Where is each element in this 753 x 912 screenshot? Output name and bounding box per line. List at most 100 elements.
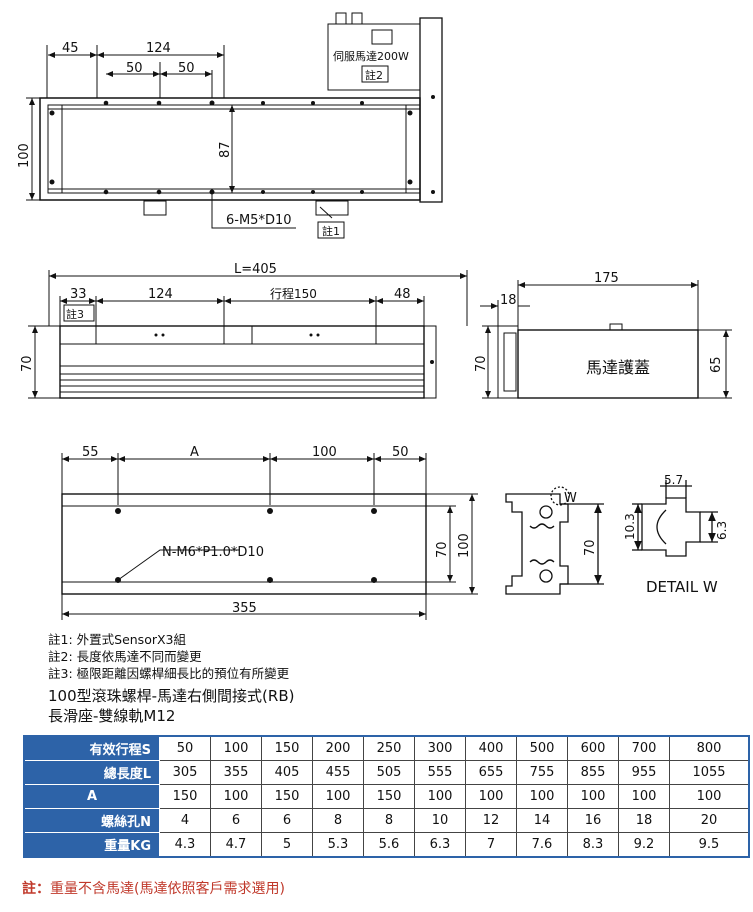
- dim-124: 124: [146, 41, 171, 56]
- spec-cell: 9.2: [618, 832, 670, 858]
- dim-55: 55: [82, 445, 99, 460]
- motor-cover-view: [480, 280, 732, 399]
- spec-cell: 1055: [669, 760, 750, 785]
- top-view: [26, 12, 443, 229]
- dim-87: 87: [218, 141, 233, 158]
- spec-cell: 100: [669, 784, 750, 809]
- spec-cell: 5.6: [363, 832, 415, 858]
- spec-cell: 18: [618, 808, 670, 833]
- spec-cell: 600: [567, 735, 619, 761]
- spec-cell: 14: [516, 808, 568, 833]
- model-subtitle: 長滑座-雙線軌M12: [48, 707, 176, 725]
- dim-50a: 50: [126, 61, 143, 76]
- footnote-text: 重量不含馬達(馬達依照客戶需求選用): [50, 881, 285, 897]
- spec-cell: 100: [618, 784, 670, 809]
- stroke-label: 行程150: [270, 286, 317, 301]
- spec-cell: 300: [414, 735, 466, 761]
- dim-70-side: 70: [20, 355, 35, 372]
- spec-cell: 4: [159, 808, 211, 833]
- spec-cell: 6.3: [414, 832, 466, 858]
- spec-cell: 355: [210, 760, 262, 785]
- spec-cell: 555: [414, 760, 466, 785]
- spec-cell: 6: [210, 808, 262, 833]
- hole-callout-base: N-M6*P1.0*D10: [162, 545, 264, 560]
- spec-cell: 955: [618, 760, 670, 785]
- spec-cell: 100: [210, 735, 262, 761]
- spec-cell: 8: [312, 808, 364, 833]
- spec-cell: 50: [159, 735, 211, 761]
- spec-cell: 7.6: [516, 832, 568, 858]
- spec-row-label: A: [23, 784, 160, 809]
- detail-57: 5.7: [664, 473, 683, 487]
- model-titles: 100型滾珠螺桿-馬達右側間接式(RB) 長滑座-雙線軌M12: [48, 686, 294, 726]
- spec-cell: 20: [669, 808, 750, 833]
- spec-cell: 100: [567, 784, 619, 809]
- spec-cell: 305: [159, 760, 211, 785]
- spec-cell: 12: [465, 808, 517, 833]
- base-view: [61, 453, 478, 620]
- spec-cell: 100: [414, 784, 466, 809]
- spec-cell: 500: [516, 735, 568, 761]
- note2-tag: 註2: [365, 69, 383, 82]
- spec-cell: 250: [363, 735, 415, 761]
- dim-70-cover: 70: [474, 355, 489, 372]
- spec-cell: 100: [312, 784, 364, 809]
- dim-100-base-h: 100: [457, 533, 472, 558]
- note3-tag: 註3: [66, 308, 84, 321]
- notes: 註1: 外置式SensorX3組 註2: 長度依馬達不同而變更 註3: 極限距離…: [48, 631, 289, 682]
- spec-cell: 405: [261, 760, 313, 785]
- detail-63: 6.3: [715, 521, 729, 540]
- spec-cell: 5.3: [312, 832, 364, 858]
- spec-cell: 800: [669, 735, 750, 761]
- profile-section: [505, 486, 604, 595]
- spec-cell: 400: [465, 735, 517, 761]
- spec-cell: 150: [363, 784, 415, 809]
- spec-cell: 4.3: [159, 832, 211, 858]
- spec-cell: 8.3: [567, 832, 619, 858]
- spec-cell: 7: [465, 832, 517, 858]
- spec-cell: 700: [618, 735, 670, 761]
- cover-width: 175: [594, 271, 619, 286]
- detail-w: [632, 480, 718, 557]
- dim-124-side: 124: [148, 287, 173, 302]
- spec-cell: 100: [465, 784, 517, 809]
- spec-row-label: 重量KG: [23, 832, 160, 858]
- dim-100-base: 100: [312, 445, 337, 460]
- spec-cell: 6: [261, 808, 313, 833]
- spec-cell: 855: [567, 760, 619, 785]
- detail-103: 10.3: [623, 513, 637, 540]
- side-view: [28, 270, 468, 399]
- profile-W: W: [564, 491, 577, 506]
- spec-cell: 100: [210, 784, 262, 809]
- spec-row-label: 螺絲孔N: [23, 808, 160, 833]
- footnote-prefix: 註：: [22, 881, 50, 897]
- spec-cell: 150: [261, 784, 313, 809]
- motor-label: 伺服馬達200W: [333, 50, 409, 63]
- spec-cell: 100: [516, 784, 568, 809]
- dim-48: 48: [394, 287, 411, 302]
- spec-row-label: 總長度L: [23, 760, 160, 785]
- model-title: 100型滾珠螺桿-馬達右側間接式(RB): [48, 687, 295, 705]
- dim-100: 100: [17, 143, 32, 168]
- dim-18: 18: [500, 293, 517, 308]
- spec-cell: 150: [159, 784, 211, 809]
- dim-A: A: [190, 445, 199, 460]
- spec-row-label: 有效行程S: [23, 735, 160, 761]
- spec-cell: 9.5: [669, 832, 750, 858]
- spec-cell: 655: [465, 760, 517, 785]
- detail-label: DETAIL W: [646, 578, 718, 596]
- dim-33: 33: [70, 287, 87, 302]
- cover-label: 馬達護蓋: [586, 358, 650, 377]
- spec-cell: 8: [363, 808, 415, 833]
- spec-cell: 16: [567, 808, 619, 833]
- note-2: 註2: 長度依馬達不同而變更: [48, 649, 202, 664]
- spec-cell: 4.7: [210, 832, 262, 858]
- dim-50b: 50: [178, 61, 195, 76]
- dim-65: 65: [709, 356, 724, 373]
- spec-cell: 455: [312, 760, 364, 785]
